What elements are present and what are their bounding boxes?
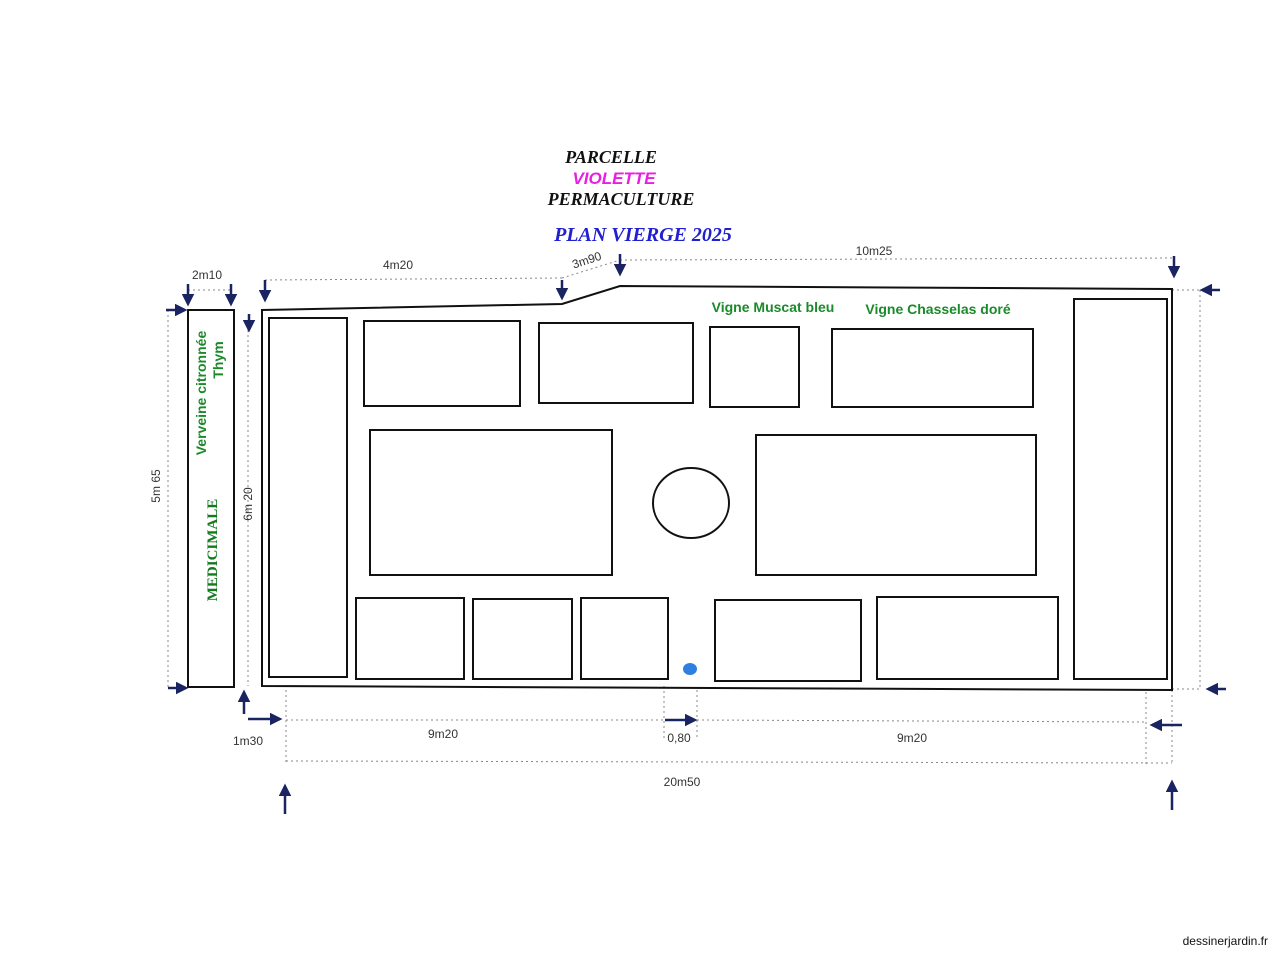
dim-text-20m50: 20m50 [664, 775, 701, 789]
bed-bottom-2 [472, 598, 573, 680]
label-medicinale: MEDICIMALE [205, 499, 221, 602]
dim-text-9m20-right: 9m20 [897, 731, 927, 745]
bed-bottom-5 [876, 596, 1059, 680]
label-thym: Thym [210, 341, 226, 378]
dim-line-20m50 [285, 760, 1173, 764]
bed-middle-right [755, 434, 1037, 576]
dim-text-10m25: 10m25 [856, 244, 893, 258]
dim-text-4m20: 4m20 [383, 258, 413, 272]
bed-right-long [1073, 298, 1168, 680]
medicinal-strip [187, 309, 235, 688]
bed-middle-left [369, 429, 613, 576]
dim-text-3m90: 3m90 [570, 249, 603, 272]
dim-text-0-80: 0,80 [667, 731, 691, 745]
bed-left-long [268, 317, 348, 678]
dimension-arrows [166, 254, 1226, 814]
dim-text-5m65: 5m 65 [149, 469, 163, 503]
label-vigne-muscat: Vigne Muscat bleu [712, 299, 835, 315]
bed-top-3 [709, 326, 800, 408]
dim-text-9m20-left: 9m20 [428, 727, 458, 741]
bed-round [652, 467, 730, 539]
bed-top-2 [538, 322, 694, 404]
bed-bottom-1 [355, 597, 465, 680]
dim-line-4m20 [264, 277, 563, 281]
water-point [683, 663, 697, 675]
dim-line-10m25 [619, 257, 1176, 261]
dim-text-6m20: 6m 20 [241, 487, 255, 521]
label-vigne-chasselas: Vigne Chasselas doré [865, 301, 1010, 317]
bed-top-4 [831, 328, 1034, 408]
title-violette: VIOLETTE [572, 169, 656, 188]
title-parcelle: PARCELLE [564, 147, 657, 167]
title-permaculture: PERMACULTURE [547, 189, 695, 209]
bed-top-1 [363, 320, 521, 407]
bed-bottom-4 [714, 599, 862, 682]
dim-text-2m10: 2m10 [192, 268, 222, 282]
dim-line-9m20-right [696, 719, 1147, 723]
title-plan-vierge: PLAN VIERGE 2025 [553, 224, 732, 246]
dim-line-3m90 [561, 259, 621, 279]
credit-text: dessinerjardin.fr [1182, 934, 1268, 948]
parcel-outline [261, 284, 1173, 692]
bed-bottom-3 [580, 597, 669, 680]
label-verveine: Verveine citronnée [193, 331, 209, 456]
dim-text-1m30: 1m30 [233, 734, 263, 748]
